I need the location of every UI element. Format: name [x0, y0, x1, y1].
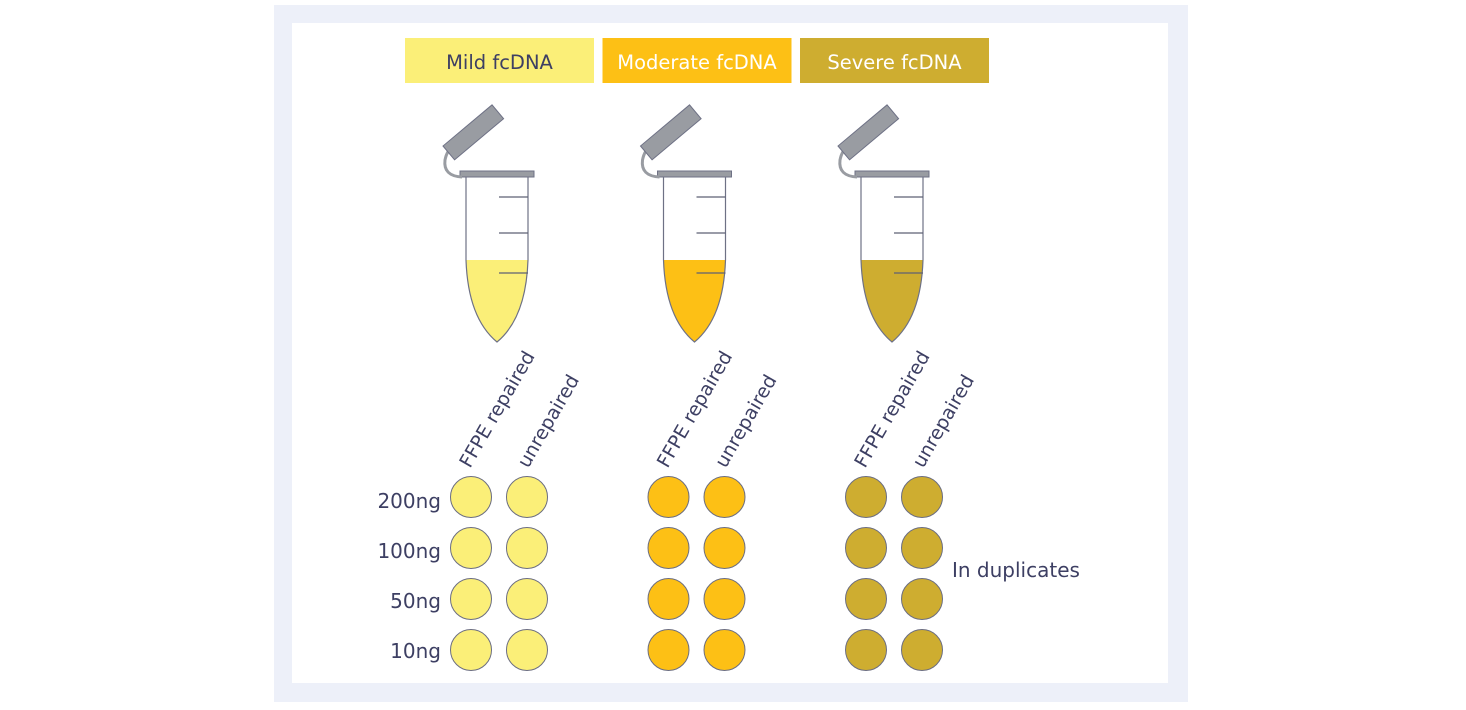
group-header-label-severe: Severe fcDNA [827, 51, 962, 74]
sample-well-mild-50ng-repaired [450, 578, 492, 620]
microcentrifuge-tube-icon [837, 104, 930, 343]
sample-well-mild-10ng-repaired [450, 629, 492, 671]
sample-well-moderate-200ng-unrepaired [703, 476, 746, 518]
sample-well-severe-100ng-unrepaired [901, 527, 943, 569]
column-label-unrepaired-moderate: unrepaired [711, 371, 782, 471]
group-header-label-mild: Mild fcDNA [446, 51, 553, 74]
group-header-moderate [602, 38, 792, 83]
figure-panel [292, 23, 1168, 683]
sample-well-moderate-200ng-repaired [647, 476, 690, 518]
sample-well-severe-50ng-unrepaired [901, 578, 943, 620]
sample-well-severe-10ng-repaired [845, 629, 887, 671]
concentration-labels: 200ng 100ng 50ng 10ng [377, 489, 441, 663]
sample-well-moderate-10ng-unrepaired [703, 629, 746, 671]
microcentrifuge-tube-icon [639, 104, 732, 343]
row-label-100ng: 100ng [377, 539, 441, 563]
sample-well-mild-200ng-repaired [450, 476, 492, 518]
column-label-unrepaired-mild: unrepaired [513, 371, 584, 471]
microcentrifuge-tube-icon [442, 104, 535, 343]
sample-well-mild-100ng-repaired [450, 527, 492, 569]
column-label-unrepaired-severe: unrepaired [908, 371, 979, 471]
sample-well-severe-100ng-repaired [845, 527, 887, 569]
sample-well-severe-50ng-repaired [845, 578, 887, 620]
sample-well-mild-100ng-unrepaired [506, 527, 548, 569]
sample-well-moderate-50ng-repaired [647, 578, 690, 620]
group-header-severe [800, 38, 989, 83]
row-label-50ng: 50ng [390, 589, 441, 613]
sample-well-mild-200ng-unrepaired [506, 476, 548, 518]
sample-well-moderate-100ng-repaired [647, 527, 690, 569]
group-header-label-moderate: Moderate fcDNA [617, 51, 777, 74]
sample-well-severe-200ng-repaired [845, 476, 887, 518]
sample-well-mild-50ng-unrepaired [506, 578, 548, 620]
group-header-mild [405, 38, 594, 83]
sample-well-moderate-50ng-unrepaired [703, 578, 746, 620]
sample-well-moderate-10ng-repaired [647, 629, 690, 671]
sample-well-severe-10ng-unrepaired [901, 629, 943, 671]
duplicates-note: In duplicates [952, 558, 1080, 582]
sample-well-mild-10ng-unrepaired [506, 629, 548, 671]
row-label-10ng: 10ng [390, 639, 441, 663]
sample-well-moderate-100ng-unrepaired [703, 527, 746, 569]
sample-well-severe-200ng-unrepaired [901, 476, 943, 518]
row-label-200ng: 200ng [377, 489, 441, 513]
